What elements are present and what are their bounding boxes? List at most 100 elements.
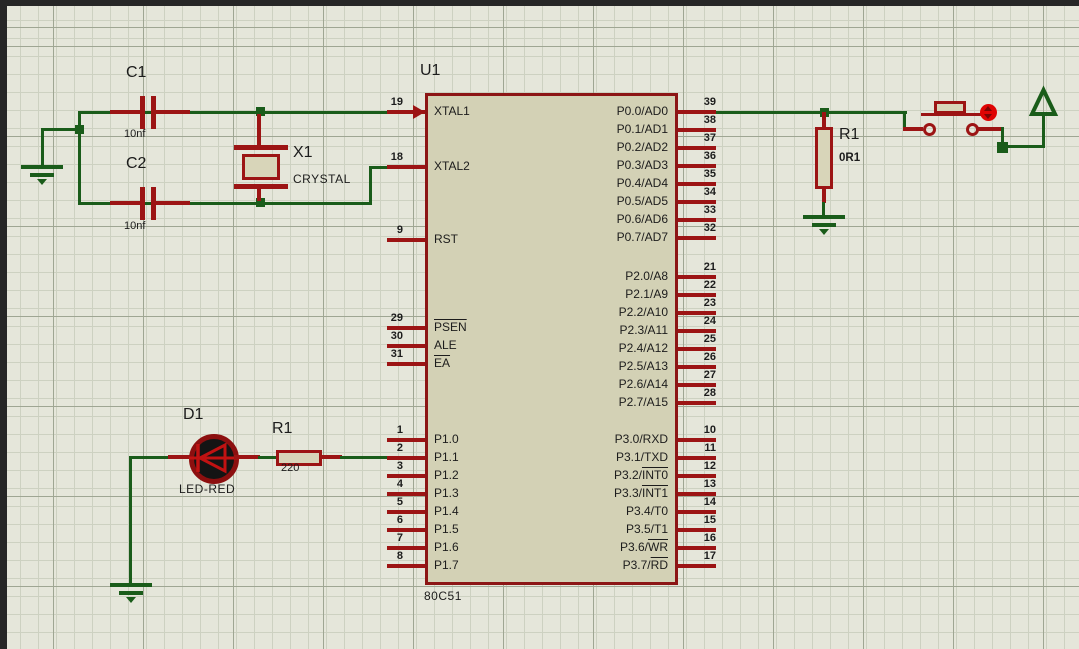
pin-4-number: 4 <box>396 478 403 490</box>
ground-symbol[interactable] <box>803 215 845 237</box>
pin-3-number: 3 <box>396 460 403 472</box>
c1-right-lead[interactable] <box>156 110 190 114</box>
x1-plate[interactable] <box>234 145 288 150</box>
wire-p00-button[interactable] <box>714 111 907 114</box>
pin-12-stub[interactable] <box>678 474 716 478</box>
pin-33-stub[interactable] <box>678 218 716 222</box>
x1-bottom-lead[interactable] <box>257 187 261 201</box>
c2-left-lead[interactable] <box>110 201 143 205</box>
pin-8-stub[interactable] <box>387 564 425 568</box>
c2-plate[interactable] <box>140 187 145 220</box>
pin-5-stub[interactable] <box>387 510 425 514</box>
c1-plate[interactable] <box>151 96 156 129</box>
wire-to-power[interactable] <box>1001 145 1045 148</box>
pin-39-stub[interactable] <box>678 110 716 114</box>
x1-crystal-body[interactable] <box>242 154 280 180</box>
button-left-lead[interactable] <box>903 127 923 131</box>
pin-9-stub[interactable] <box>387 238 425 242</box>
wire-0r1-ground[interactable] <box>822 202 825 218</box>
r1-right-lead[interactable] <box>319 455 342 459</box>
wire-power-riser[interactable] <box>1042 112 1045 148</box>
pin-38-stub[interactable] <box>678 128 716 132</box>
wire-cap-bus[interactable] <box>78 111 81 205</box>
pin-19-stub[interactable] <box>387 110 425 114</box>
wire-button-left-drop[interactable] <box>903 111 906 130</box>
pin-label-P3.4T0: P3.4/T0 <box>625 504 668 518</box>
r1-0r1-bottom-lead[interactable] <box>822 187 826 203</box>
r1-0r1-body[interactable] <box>815 127 833 189</box>
pin-16-stub[interactable] <box>678 546 716 550</box>
pin-11-stub[interactable] <box>678 456 716 460</box>
pin-17-stub[interactable] <box>678 564 716 568</box>
pin-5-number: 5 <box>396 496 403 508</box>
x1-ref-label: X1 <box>293 144 313 161</box>
pin-31-number: 31 <box>390 348 403 360</box>
button-bar[interactable] <box>921 113 981 116</box>
pin-label-P2.5A13: P2.5/A13 <box>618 359 668 373</box>
button-actuator-icon[interactable] <box>980 104 997 121</box>
pin-26-stub[interactable] <box>678 365 716 369</box>
pin-label-P1.2: P1.2 <box>434 468 459 482</box>
pin-15-stub[interactable] <box>678 528 716 532</box>
pin-6-stub[interactable] <box>387 528 425 532</box>
wire-xtal1[interactable] <box>79 111 389 114</box>
pin-36-stub[interactable] <box>678 164 716 168</box>
c1-plate[interactable] <box>140 96 145 129</box>
pin-22-stub[interactable] <box>678 293 716 297</box>
wire-xtal2-upper[interactable] <box>369 166 391 169</box>
wire-xtal2-lower[interactable] <box>79 202 371 205</box>
pin-34-number: 34 <box>703 186 716 198</box>
wire-xtal2-riser[interactable] <box>369 166 372 205</box>
pin-18-stub[interactable] <box>387 165 425 169</box>
d1-ref-label: D1 <box>183 406 204 423</box>
x1-plate[interactable] <box>234 184 288 189</box>
pin-4-stub[interactable] <box>387 492 425 496</box>
pin-31-stub[interactable] <box>387 362 425 366</box>
wire-ground-tap[interactable] <box>42 128 82 131</box>
pin-1-stub[interactable] <box>387 438 425 442</box>
wire-led-left[interactable] <box>129 456 191 459</box>
pin-35-stub[interactable] <box>678 182 716 186</box>
button-left-terminal[interactable] <box>923 123 936 136</box>
power-arrow-icon[interactable] <box>1028 85 1059 117</box>
pin-label-XTAL1: XTAL1 <box>434 104 470 118</box>
pin-34-stub[interactable] <box>678 200 716 204</box>
r1-0r1-top-lead[interactable] <box>822 112 826 129</box>
pin-27-stub[interactable] <box>678 383 716 387</box>
x1-top-lead[interactable] <box>257 114 261 148</box>
u1-chip-body[interactable] <box>425 93 678 585</box>
wire-button-down[interactable] <box>1001 127 1004 147</box>
button-right-lead[interactable] <box>978 127 1002 131</box>
pin-23-stub[interactable] <box>678 311 716 315</box>
pin-2-stub[interactable] <box>387 456 425 460</box>
pin-14-stub[interactable] <box>678 510 716 514</box>
wire-r1-pin2[interactable] <box>340 456 389 459</box>
pin-28-stub[interactable] <box>678 401 716 405</box>
wire-led-ground[interactable] <box>129 456 132 584</box>
button-cap[interactable] <box>934 101 966 114</box>
pin-3-stub[interactable] <box>387 474 425 478</box>
pin-29-stub[interactable] <box>387 326 425 330</box>
wire-ground-drop[interactable] <box>41 128 44 167</box>
pin-21-stub[interactable] <box>678 275 716 279</box>
pin-24-stub[interactable] <box>678 329 716 333</box>
pin-32-stub[interactable] <box>678 236 716 240</box>
pin-13-stub[interactable] <box>678 492 716 496</box>
c2-right-lead[interactable] <box>156 201 190 205</box>
d1-right-lead[interactable] <box>234 455 260 459</box>
ground-symbol[interactable] <box>21 165 63 187</box>
c1-ref-label: C1 <box>126 64 147 81</box>
button-right-terminal[interactable] <box>966 123 979 136</box>
pin-7-stub[interactable] <box>387 546 425 550</box>
pin-30-stub[interactable] <box>387 344 425 348</box>
wire-led-r1[interactable] <box>258 456 280 459</box>
pin-label-P2.0A8: P2.0/A8 <box>625 269 668 283</box>
c1-left-lead[interactable] <box>110 110 143 114</box>
pin-10-stub[interactable] <box>678 438 716 442</box>
ground-symbol[interactable] <box>110 583 152 605</box>
pin-37-stub[interactable] <box>678 146 716 150</box>
c2-plate[interactable] <box>151 187 156 220</box>
d1-left-lead[interactable] <box>168 455 192 459</box>
pin-25-stub[interactable] <box>678 347 716 351</box>
